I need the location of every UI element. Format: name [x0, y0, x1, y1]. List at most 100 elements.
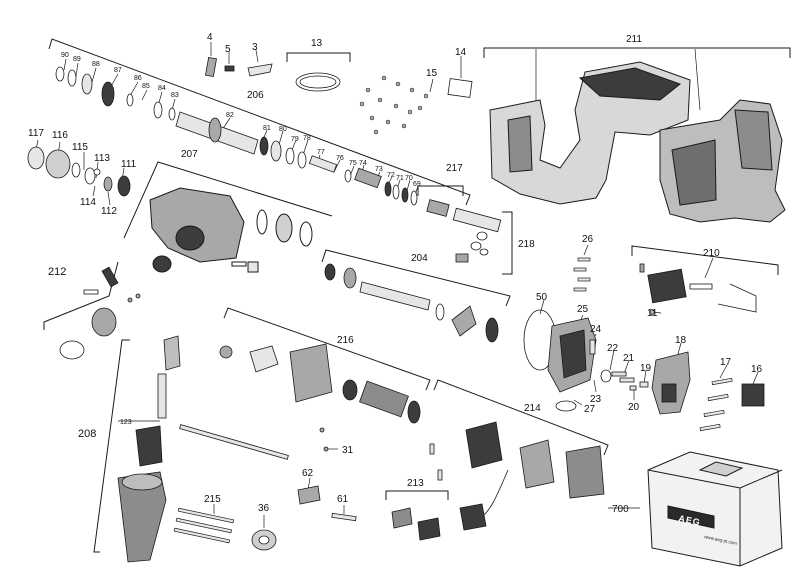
ring-69: [410, 190, 418, 206]
pin-22: [611, 371, 627, 377]
part-4: [205, 56, 217, 78]
cover-18: [651, 351, 691, 415]
label-71: 71: [396, 175, 404, 182]
label-212: 212: [48, 266, 66, 278]
part-3: [247, 63, 273, 77]
housing-211: [489, 61, 786, 223]
label-78: 78: [303, 135, 311, 142]
electronics-214: [391, 421, 605, 541]
label-208: 208: [78, 428, 96, 440]
switch-block: [647, 268, 687, 304]
pin-20: [629, 385, 637, 391]
label-113: 113: [94, 153, 110, 164]
label-88: 88: [92, 61, 100, 68]
screw-212b: [135, 293, 141, 299]
gear-204a: [324, 263, 336, 281]
gearbox-spring: [231, 261, 247, 267]
clutch-parts-217-218: [426, 199, 502, 263]
ring-83: [168, 107, 176, 121]
label-215: 215: [204, 494, 221, 505]
label-210: 210: [703, 248, 720, 259]
label-85: 85: [142, 83, 150, 90]
ring-89: [67, 69, 77, 87]
label-217: 217: [446, 163, 463, 174]
block-16: [741, 383, 765, 407]
label-19: 19: [640, 363, 652, 374]
ring-88: [81, 73, 93, 95]
bearing-216: [342, 379, 358, 401]
label-211: 211: [626, 34, 642, 45]
label-76: 76: [336, 155, 344, 162]
screw-11: [649, 309, 655, 315]
label-4: 4: [207, 32, 213, 43]
ring-80: [270, 140, 282, 162]
ring-112: [103, 176, 113, 192]
shaft-assembly-206: [55, 66, 418, 206]
spindle-collar: [208, 117, 222, 143]
bracket-206: [48, 38, 471, 206]
label-72: 72: [387, 172, 395, 179]
sleeve-74: [354, 167, 382, 189]
ring-79: [285, 147, 295, 165]
part-216a: [219, 345, 233, 359]
pin-24: [589, 339, 596, 355]
depth-rod-123: [179, 424, 289, 460]
gearbox-ring-c: [299, 221, 313, 247]
ring-13-inner: [299, 75, 337, 89]
label-61: 61: [337, 494, 349, 505]
shaft-204: [324, 263, 499, 343]
ring-81: [259, 136, 269, 156]
small-parts-bottom: [251, 427, 357, 551]
label-80: 80: [279, 126, 287, 133]
label-112: 112: [101, 206, 117, 217]
ring-218c: [479, 248, 489, 256]
label-11: 11: [647, 308, 658, 319]
brush-213b: [417, 517, 441, 541]
label-87: 87: [114, 67, 122, 74]
housing-slot: [507, 115, 533, 173]
ring-75: [344, 169, 352, 183]
housing-25-inner: [559, 329, 587, 379]
label-70: 70: [405, 175, 413, 182]
pin-213a: [429, 443, 435, 455]
gear-87: [101, 81, 115, 107]
bracket-204: [321, 249, 511, 307]
label-5: 5: [225, 44, 231, 55]
label-18: 18: [675, 335, 687, 346]
gearbox-block: [247, 261, 259, 273]
label-206: 206: [247, 90, 264, 101]
motor-housing-216: [289, 343, 333, 403]
selector-212: [59, 266, 141, 360]
pin-61: [331, 512, 357, 522]
pin-77: [308, 155, 338, 173]
bracket-218: [502, 211, 513, 275]
brush-213a: [391, 507, 413, 529]
small-parts-top: [205, 56, 473, 98]
screws-215: [173, 507, 235, 544]
strap-208: [163, 335, 181, 371]
motor-216: [219, 343, 421, 424]
label-26: 26: [582, 234, 594, 245]
label-23: 23: [590, 394, 602, 405]
label-116: 116: [52, 130, 68, 141]
clamp-208: [135, 425, 163, 467]
screw-31a: [319, 427, 325, 433]
label-75: 75: [349, 160, 357, 167]
cover-18-slot: [661, 383, 677, 403]
lever-212: [101, 266, 119, 288]
pin-218: [455, 253, 469, 263]
mechanism-25: [523, 309, 635, 412]
label-81: 81: [263, 125, 271, 132]
label-62: 62: [302, 468, 314, 479]
bracket-210: [631, 245, 779, 275]
sleeve-217: [426, 199, 450, 217]
gearbox-housing: [149, 187, 245, 263]
label-216: 216: [337, 335, 354, 346]
motor-cap-18: [629, 351, 765, 415]
housing-right-handle: [734, 109, 773, 171]
seal-27: [555, 400, 577, 412]
gear-204b: [343, 267, 357, 289]
screw-212a: [127, 297, 133, 303]
screw-31b: [323, 446, 329, 452]
cap-212: [59, 340, 85, 360]
